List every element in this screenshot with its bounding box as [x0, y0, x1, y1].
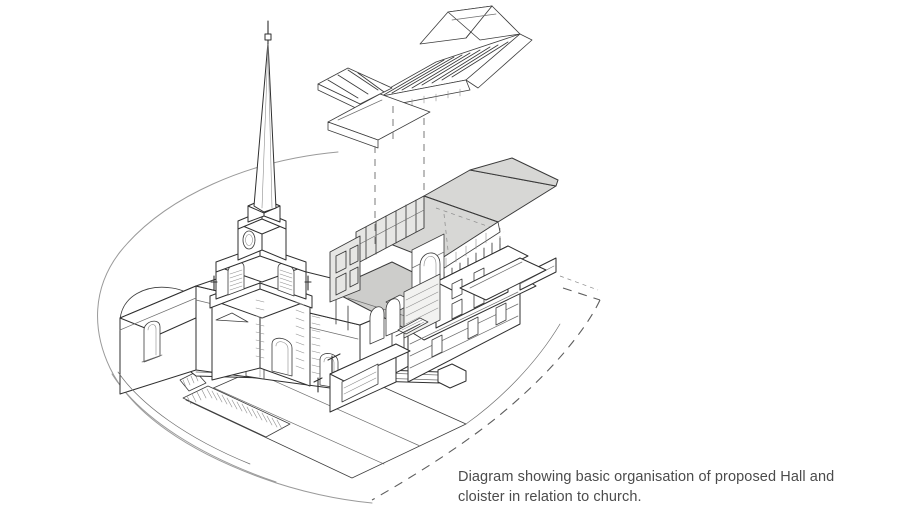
- tower-group: [209, 20, 313, 387]
- forecourt-steps: [182, 385, 291, 438]
- rafter-end-ticks: [445, 232, 487, 269]
- tower-pinnacle-right: [304, 275, 312, 291]
- church-window-west: [143, 320, 161, 363]
- hall-end-screen-frames: [335, 244, 359, 296]
- wing-arch-recess-2: [369, 306, 385, 345]
- church-window-west-inner: [147, 324, 157, 356]
- exploded-roof-lower-slab-edge: [327, 121, 379, 149]
- clock-face: [242, 230, 256, 250]
- wing-panel-hatching: [405, 283, 439, 325]
- existing-wing-group: [327, 245, 557, 413]
- courtyard-opening: [341, 363, 379, 403]
- belfry-window-right-louvres: [279, 269, 293, 291]
- spire-edge-line-1: [261, 43, 269, 209]
- forecourt-joint-1: [213, 387, 385, 465]
- wing-window-2: [467, 316, 479, 340]
- spire-finial-ball: [264, 33, 272, 41]
- caption-line-1: Diagram showing basic organisation of pr…: [458, 469, 835, 485]
- exploded-roof-wing-line: [451, 13, 497, 21]
- wing-roof-fragment-line: [469, 261, 523, 289]
- belfry-window-left-louvres: [229, 269, 243, 291]
- figure-caption: Diagram showing basic organisation of pr…: [458, 468, 878, 507]
- ground-contour-right: [465, 323, 561, 425]
- wing-end-window-3: [451, 298, 463, 320]
- exploded-roof-battens: [381, 41, 509, 97]
- wing-window-1: [431, 334, 443, 358]
- site-boundary-dashed-main: [371, 299, 601, 501]
- wing-end-window-1: [451, 278, 463, 300]
- tower-pinnacle-left: [210, 275, 218, 291]
- hall-roof-hidden-edge-2: [443, 213, 449, 251]
- wing-window-3: [495, 302, 507, 326]
- belfry-window-right: [277, 262, 295, 297]
- plinth-end-block: [437, 363, 467, 389]
- tower-pediment-small: [215, 312, 249, 323]
- courtyard-wall-top: [329, 343, 411, 382]
- exploded-roof-lower-slab-inner: [337, 99, 383, 121]
- cloister-arch-inner: [423, 256, 437, 291]
- courtyard-post: [327, 353, 341, 373]
- courtyard-opening-bars: [343, 371, 377, 395]
- foreground-detail-group: [117, 323, 561, 465]
- tower-door-inner: [275, 341, 289, 375]
- cloister-canopy-roof-east: [469, 157, 559, 187]
- site-boundary-curve-left: [97, 151, 373, 504]
- wing-stair-treads: [401, 319, 425, 334]
- tower-door: [271, 337, 293, 377]
- caption-line-2: cloister in relation to church.: [458, 488, 642, 505]
- exploded-roof-left-panel-folds: [327, 69, 385, 99]
- exploded-roof-group: [317, 5, 533, 149]
- spire-edge-line-2: [267, 43, 273, 209]
- wing-arch-recess-1: [385, 298, 401, 337]
- clerestory-mullions: [355, 199, 425, 260]
- church-door-2-inner: [323, 356, 335, 387]
- wing-roof-fragment: [459, 257, 547, 301]
- hall-roof-ridge: [423, 195, 499, 223]
- clock-face-inner: [245, 234, 253, 246]
- wing-handrail: [395, 323, 421, 337]
- projection-lines-group: [374, 106, 425, 250]
- site-boundary-dashed-right: [562, 287, 601, 301]
- ground-contour-left: [117, 371, 251, 465]
- step-riser-band: [179, 371, 207, 392]
- tower-quoin-hatching: [255, 299, 305, 370]
- exploded-roof-right-tail: [465, 33, 533, 89]
- church-window-west-sill: [141, 354, 163, 363]
- step-hatching: [186, 388, 283, 430]
- forecourt-bollard: [313, 377, 323, 393]
- site-boundary-dashed-upper: [559, 275, 599, 291]
- exploded-roof-wing-fold: [465, 5, 493, 39]
- church-cornice-line: [119, 297, 197, 331]
